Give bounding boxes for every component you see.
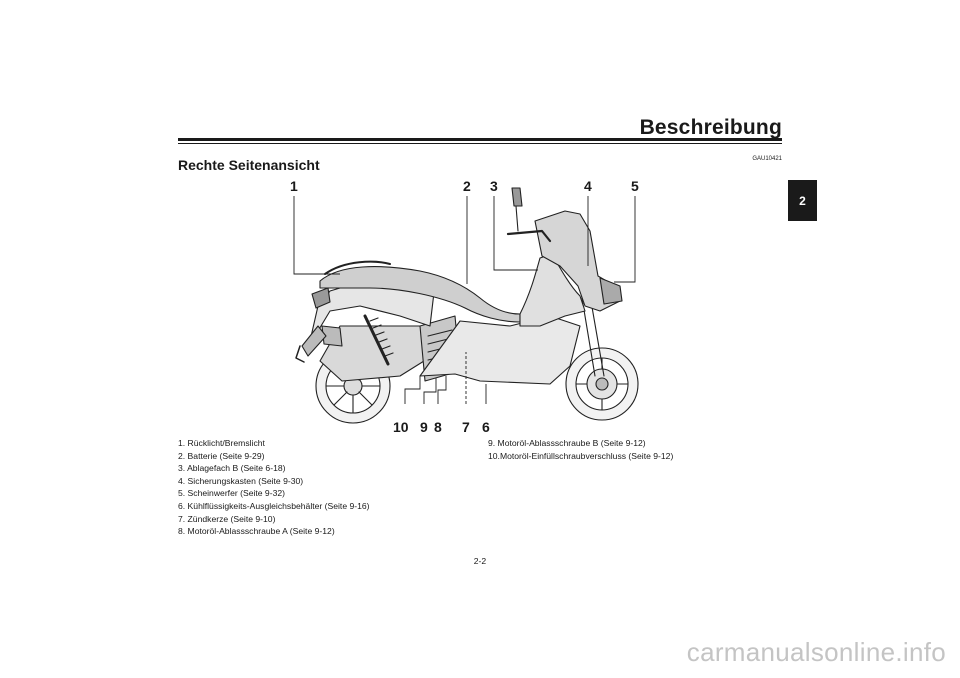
tail-light	[311, 287, 331, 309]
legend-item: 6. Kühlflüssigkeits-Ausgleichsbehälter (…	[178, 500, 370, 511]
legend-item: 7. Zündkerze (Seite 9-10)	[178, 513, 276, 524]
legend-item: 10.Motoröl-Einfüllschraubverschluss (Sei…	[488, 450, 674, 461]
callout-9: 9	[420, 419, 428, 435]
legend-item: 3. Ablagefach B (Seite 6-18)	[178, 463, 286, 474]
callout-3: 3	[490, 178, 498, 194]
rear-mudguard	[295, 345, 305, 363]
document-code: GAU10421	[752, 156, 782, 162]
callout-7: 7	[462, 419, 470, 435]
callout-6: 6	[482, 419, 490, 435]
lower-body	[419, 315, 581, 385]
handlebar	[506, 229, 552, 243]
legend-item: 2. Batterie (Seite 9-29)	[178, 450, 265, 461]
front-wheel	[565, 347, 639, 421]
legend-right: 9. Motoröl-Ablassschraube B (Seite 9-12)…	[488, 437, 788, 462]
callout-2: 2	[463, 178, 471, 194]
header-rule-thin	[178, 143, 782, 144]
legend-item: 4. Sicherungskasten (Seite 9-30)	[178, 475, 304, 486]
chapter-tab-label: 2	[799, 193, 806, 208]
callout-10: 10	[393, 419, 409, 435]
legend-left: 1. Rücklicht/Bremslicht 2. Batterie (Sei…	[178, 437, 478, 538]
callout-1: 1	[290, 178, 298, 194]
exhaust	[301, 325, 327, 357]
scooter-illustration	[293, 187, 639, 424]
callout-4: 4	[584, 178, 592, 194]
callout-5: 5	[631, 178, 639, 194]
legend-item: 5. Scheinwerfer (Seite 9-32)	[178, 488, 285, 499]
legend-item: 9. Motoröl-Ablassschraube B (Seite 9-12)	[488, 438, 646, 448]
rear-suspension	[319, 314, 441, 382]
headlight	[599, 277, 623, 305]
page-number: 2-2	[473, 556, 487, 566]
watermark[interactable]: carmanualsonline.info	[686, 637, 946, 667]
scooter-figure: 1 2 3 4 5 10 9 8 7 6	[280, 176, 660, 438]
legend-item: 1. Rücklicht/Bremslicht	[178, 438, 265, 448]
header-title: Beschreibung	[639, 116, 782, 139]
callout-8: 8	[434, 419, 442, 435]
legend-item: 8. Motoröl-Ablassschraube A (Seite 9-12)	[178, 526, 335, 537]
chapter-tab[interactable]: 2	[788, 180, 817, 221]
mirror	[511, 187, 523, 232]
leader-lines	[293, 196, 636, 404]
section-title: Rechte Seitenansicht	[178, 157, 320, 173]
grab-rail	[324, 260, 391, 275]
header-rule-thick	[178, 138, 782, 141]
